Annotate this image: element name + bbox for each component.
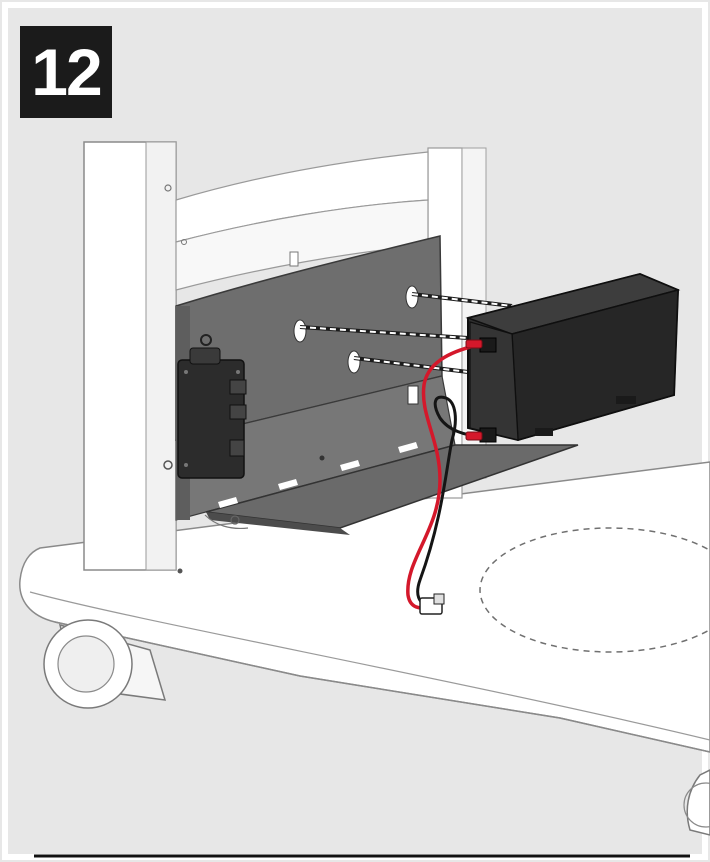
bottom-tray — [204, 442, 579, 535]
red-black-wire-icon — [406, 339, 483, 615]
battery-pack-icon — [465, 272, 681, 443]
keyhole-slot-2 — [293, 319, 307, 343]
burner-cutout-outline — [479, 527, 710, 653]
keyhole-slot-3 — [347, 350, 361, 374]
cart-base — [19, 461, 710, 753]
step-number-badge: 12 — [20, 26, 112, 118]
alignment-lines — [299, 292, 513, 374]
ignition-module-icon — [177, 334, 247, 479]
keyhole-slot-1 — [405, 285, 419, 309]
caster-wheel-left — [43, 619, 167, 709]
caster-wheel-right — [683, 769, 710, 836]
